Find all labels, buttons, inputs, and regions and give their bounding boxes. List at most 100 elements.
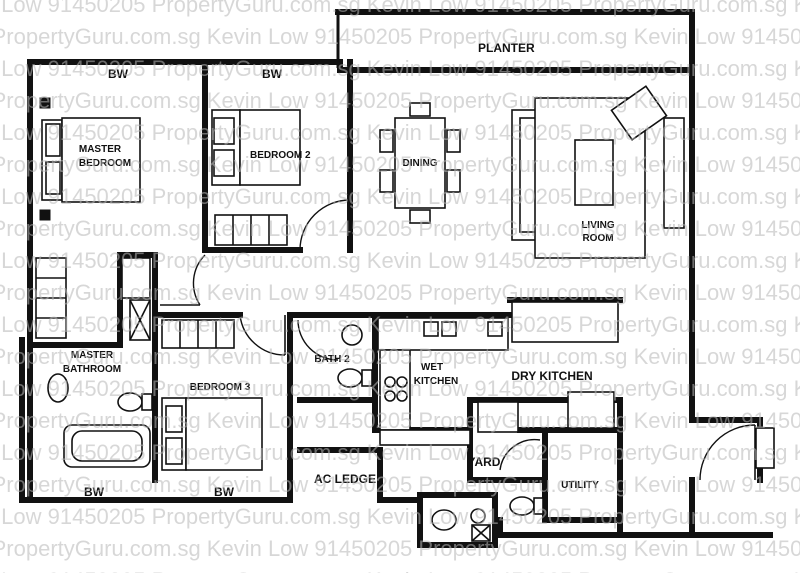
watermark-text: Kevin Low 91450205 PropertyGuru.com.sg K…	[0, 504, 800, 529]
watermark-text: Kevin Low 91450205 PropertyGuru.com.sg K…	[0, 24, 800, 49]
kitchen: WET KITCHEN DRY KITCHEN	[377, 301, 619, 446]
watermark-text: Kevin Low 91450205 PropertyGuru.com.sg K…	[0, 184, 800, 209]
bedroom-2-label: BEDROOM 2	[250, 150, 311, 161]
living-label-2: ROOM	[582, 233, 613, 244]
bay-window-master-label: BW	[108, 67, 129, 81]
dry-kitchen-label: DRY KITCHEN	[511, 369, 592, 383]
tv-console	[663, 117, 685, 229]
wet-kitchen-label-1: WET	[421, 362, 443, 373]
watermark-text: Kevin Low 91450205 PropertyGuru.com.sg K…	[0, 280, 800, 305]
watermark-text: Kevin Low 91450205 PropertyGuru.com.sg K…	[0, 376, 800, 401]
bath-2: BATH 2	[314, 324, 373, 388]
utility-label: UTILITY	[561, 480, 599, 491]
master-bedroom-label-2: BEDROOM	[79, 158, 131, 169]
bay-window-bedroom3-label: BW	[214, 485, 235, 499]
watermark-text: Kevin Low 91450205 PropertyGuru.com.sg K…	[0, 56, 800, 81]
master-basin	[47, 373, 69, 403]
shoe-cabinet	[755, 427, 775, 469]
bedroom3-door	[239, 314, 286, 356]
planter-label: PLANTER	[478, 41, 535, 55]
watermark-text: Kevin Low 91450205 PropertyGuru.com.sg K…	[0, 120, 800, 145]
vanity	[121, 257, 151, 299]
bedroom-3-label: BEDROOM 3	[190, 382, 251, 393]
hob-burner	[396, 390, 408, 402]
oven	[477, 401, 519, 433]
bedroom-3: BEDROOM 3 BW	[161, 319, 263, 499]
watermark-text: Kevin Low 91450205 PropertyGuru.com.sg K…	[0, 88, 800, 113]
bed2	[239, 109, 301, 186]
dining-table	[394, 117, 446, 209]
dining-chair	[446, 169, 461, 193]
living-room: LIVING ROOM	[511, 85, 685, 259]
yard-label: YARD	[468, 455, 501, 469]
master-bath-label-2: BATHROOM	[63, 364, 121, 375]
master-bed	[61, 117, 141, 203]
dining-chair	[409, 102, 431, 117]
bath2-label: BATH 2	[314, 354, 350, 365]
bay-window-bedroom2-label: BW	[262, 67, 283, 81]
bathtub-inner	[71, 430, 143, 462]
living-label-1: LIVING	[581, 220, 615, 231]
hob-burner	[396, 376, 408, 388]
main-door	[699, 424, 756, 481]
tap	[487, 321, 503, 337]
bedside-lamp	[39, 209, 51, 221]
pillow	[213, 117, 235, 145]
corridor-doors	[160, 254, 339, 361]
watermark-text: Kevin Low 91450205 PropertyGuru.com.sg K…	[0, 312, 800, 337]
pillow	[213, 149, 235, 177]
watermark-text: Kevin Low 91450205 PropertyGuru.com.sg K…	[0, 152, 800, 177]
master-bedroom: MASTER BEDROOM BW	[35, 67, 141, 339]
bedside-lamp	[39, 97, 51, 109]
dining-chair	[409, 209, 431, 224]
watermark-text: Kevin Low 91450205 PropertyGuru.com.sg K…	[0, 216, 800, 241]
watermark-text: Kevin Low 91450205 PropertyGuru.com.sg K…	[0, 344, 800, 369]
service-area: YARD AC LEDGE UTILITY	[314, 438, 599, 542]
bath2-basin	[341, 324, 363, 346]
ac-ledge-label: AC LEDGE	[314, 472, 376, 486]
island-counter	[511, 301, 619, 343]
planter: PLANTER	[478, 41, 535, 55]
armchair	[610, 85, 668, 141]
dining-chair	[446, 129, 461, 153]
wet-kitchen-label-2: KITCHEN	[414, 376, 458, 387]
bay-window-bath-label: BW	[84, 485, 105, 499]
entrance	[699, 424, 775, 481]
yard-basin	[470, 508, 486, 524]
hob-burner	[384, 376, 396, 388]
watermark-text: Kevin Low 91450205 PropertyGuru.com.sg K…	[0, 408, 800, 433]
pillow	[45, 123, 61, 157]
pillow	[45, 161, 61, 195]
hob-burner	[384, 390, 396, 402]
watermark-text: Kevin Low 91450205 PropertyGuru.com.sg K…	[0, 0, 800, 17]
toilet-tank	[533, 497, 544, 515]
bedroom2-door	[299, 199, 351, 251]
utility-door	[499, 438, 541, 471]
bed3	[185, 397, 263, 471]
bedroom-2: BEDROOM 2 BW	[211, 67, 351, 251]
master-bedroom-door	[192, 254, 206, 306]
coffee-table	[574, 139, 614, 206]
watermark-text: Kevin Low 91450205 PropertyGuru.com.sg K…	[0, 536, 800, 561]
sink	[441, 321, 457, 337]
dining-chair	[379, 169, 394, 193]
master-bedroom-label-1: MASTER	[79, 144, 122, 155]
master-bath-label-1: MASTER	[71, 350, 114, 361]
dining-label: DINING	[403, 158, 438, 169]
watermark-text: Kevin Low 91450205 PropertyGuru.com.sg K…	[0, 568, 800, 573]
toilet-tank	[361, 369, 373, 387]
watermark-text: Kevin Low 91450205 PropertyGuru.com.sg K…	[0, 248, 800, 273]
kitchen-counter-side	[379, 349, 411, 431]
toilet-tank	[141, 393, 153, 411]
dining-chair	[379, 129, 394, 153]
yard-toilet	[431, 509, 457, 531]
pillow	[165, 405, 183, 433]
watermark-text: Kevin Low 91450205 PropertyGuru.com.sg K…	[0, 472, 800, 497]
yard-counter	[379, 429, 471, 446]
watermark-text: Kevin Low 91450205 PropertyGuru.com.sg K…	[0, 440, 800, 465]
bath2-door	[297, 319, 339, 361]
pillow	[165, 437, 183, 465]
fridge	[567, 391, 615, 429]
